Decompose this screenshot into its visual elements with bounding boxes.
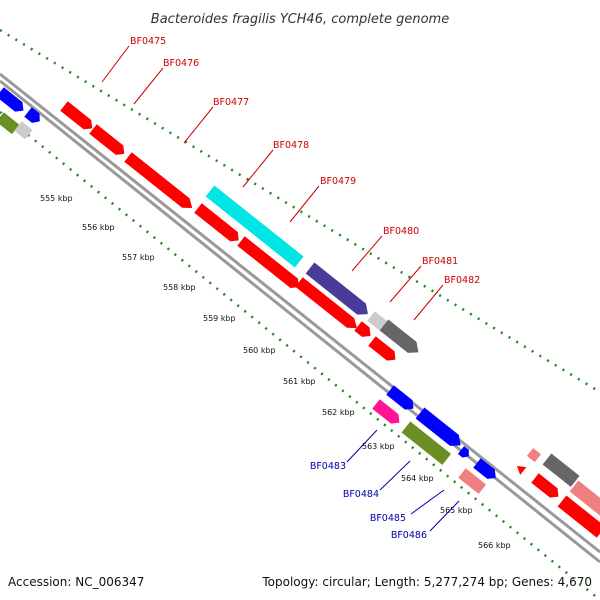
gene-red-inner-2[interactable] <box>237 236 302 291</box>
leader-lines-top <box>101 45 444 321</box>
gene-label-bf0484[interactable]: BF0484 <box>343 489 379 500</box>
accession-label: Accession: NC_006347 <box>8 575 144 589</box>
kbp-label: 561 kbp <box>283 377 316 386</box>
kbp-label: 556 kbp <box>82 223 115 232</box>
kbp-label: 562 kbp <box>322 408 355 417</box>
gene-bf0482[interactable] <box>379 319 423 358</box>
gene-label-bf0482[interactable]: BF0482 <box>444 275 480 286</box>
gene-red-inner-3[interactable] <box>295 277 360 332</box>
gene-bf0475[interactable] <box>60 101 96 133</box>
gene-bf0485[interactable] <box>458 468 487 494</box>
gene-label-bf0480[interactable]: BF0480 <box>383 226 419 237</box>
gene-label-bf0479[interactable]: BF0479 <box>320 176 356 187</box>
leader-lines-bottom <box>346 429 460 532</box>
gene-red-right-1[interactable] <box>531 473 562 501</box>
gene-red-inner-1[interactable] <box>194 203 242 245</box>
kbp-label: 555 kbp <box>40 194 73 203</box>
gene-lightgray-left[interactable] <box>14 121 33 140</box>
gene-bf0484[interactable] <box>401 421 452 465</box>
gene-blue-mid-3[interactable] <box>457 446 472 460</box>
gene-red-right-2[interactable] <box>557 495 600 538</box>
gene-label-bf0485[interactable]: BF0485 <box>370 513 406 524</box>
tick-track-inner <box>0 111 600 600</box>
gene-bf0483[interactable] <box>372 399 403 427</box>
kbp-label: 566 kbp <box>478 541 511 550</box>
gene-gray-right[interactable] <box>542 453 580 487</box>
gene-label-bf0483[interactable]: BF0483 <box>310 461 346 472</box>
gene-salmon-small-right[interactable] <box>526 448 541 463</box>
gene-bf0480[interactable] <box>305 262 373 320</box>
gene-olive-left[interactable] <box>0 112 20 135</box>
kbp-label: 557 kbp <box>122 253 155 262</box>
gene-label-bf0481[interactable]: BF0481 <box>422 256 458 267</box>
gene-label-bf0475[interactable]: BF0475 <box>130 36 166 47</box>
gene-bf0477[interactable] <box>124 152 196 212</box>
gene-label-bf0478[interactable]: BF0478 <box>273 140 309 151</box>
tick-track-outer <box>0 28 600 394</box>
backbone-outer <box>0 72 600 554</box>
gene-bf0478[interactable] <box>205 185 304 268</box>
gene-label-bf0477[interactable]: BF0477 <box>213 97 249 108</box>
gene-bf0476[interactable] <box>89 124 128 158</box>
kbp-label: 559 kbp <box>203 314 236 323</box>
map-title: Bacteroides fragilis YCH46, complete gen… <box>151 12 449 27</box>
gene-blue-mid-1[interactable] <box>386 385 417 413</box>
gene-blue-mid-4[interactable] <box>473 458 499 482</box>
gene-red-inner-4[interactable] <box>354 321 374 340</box>
gene-blue-left[interactable] <box>0 87 27 115</box>
gene-blue-left-small[interactable] <box>24 107 43 126</box>
genome-summary: Topology: circular; Length: 5,277,274 bp… <box>261 575 592 589</box>
kbp-label: 558 kbp <box>163 283 196 292</box>
kbp-label: 560 kbp <box>243 346 276 355</box>
kbp-label: 564 kbp <box>401 474 434 483</box>
gene-red-small-right[interactable] <box>514 462 527 475</box>
gene-blue-mid-2[interactable] <box>415 407 465 451</box>
kbp-label: 565 kbp <box>440 506 473 515</box>
gene-bf0481[interactable] <box>367 311 388 331</box>
gene-red-inner-5[interactable] <box>368 336 399 364</box>
kbp-label: 563 kbp <box>362 442 395 451</box>
gene-label-bf0486[interactable]: BF0486 <box>391 530 427 541</box>
gene-label-bf0476[interactable]: BF0476 <box>163 58 199 69</box>
backbone-inner <box>0 79 600 564</box>
